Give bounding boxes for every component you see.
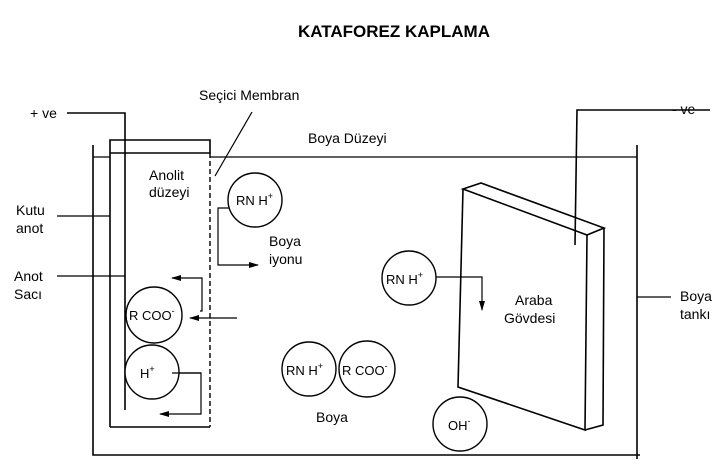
arrow-paint-ion (217, 207, 259, 268)
car-body-label-1: Araba (515, 292, 553, 308)
paint-label: Boya (316, 409, 348, 425)
ion-rcoo-anode: R COO- (125, 286, 183, 344)
diagram-title: KATAFOREZ KAPLAMA (298, 22, 490, 41)
anolyte-level-label-1: Anolit (149, 167, 184, 183)
ion-text: RN H+ (236, 191, 273, 208)
paint-tank-label-1: Boya (680, 288, 712, 304)
membrane-leader-line (214, 111, 253, 177)
anode-sheet-label-2: Sacı (14, 286, 42, 302)
anode-sheet-label-1: Anot (14, 268, 43, 284)
car-body-label-2: Gövdesi (504, 310, 555, 326)
anolyte-level-label-2: düzeyi (149, 184, 189, 200)
selective-membrane-label: Seçici Membran (199, 87, 299, 103)
negative-lead (574, 109, 710, 246)
svg-text:R COO-: R COO- (129, 306, 175, 323)
ion-h-anode: H+ (124, 344, 180, 400)
paint-ion-label-2: iyonu (269, 251, 302, 267)
negative-terminal-label: - ve (672, 101, 696, 117)
box-anode-label-1: Kutu (16, 202, 45, 218)
arrow-rcoo-up (171, 275, 203, 312)
ion-rnh-middle: RN H+ (381, 250, 437, 306)
svg-text:H+: H+ (140, 364, 155, 381)
svg-text:RN H+: RN H+ (286, 361, 323, 378)
box-anode (109, 139, 211, 428)
paint-ion-label-1: Boya (269, 233, 301, 249)
ion-rnh-top: RN H+ (227, 172, 283, 228)
ion-oh-cathode: OH- (432, 396, 488, 452)
ion-rcoo-paint: R COO- (338, 340, 396, 398)
paint-tank (92, 145, 640, 459)
car-body (457, 182, 607, 432)
svg-text:RN H+: RN H+ (386, 270, 423, 287)
ion-rnh-paint: RN H+ (281, 341, 337, 397)
svg-text:R COO-: R COO- (342, 361, 388, 378)
paint-level-label: Boya Düzeyi (308, 130, 387, 146)
paint-tank-label-2: tankı (680, 306, 710, 322)
box-anode-label-2: anot (16, 220, 43, 236)
anode-sheet (67, 112, 126, 410)
svg-text:OH-: OH- (448, 416, 471, 433)
positive-terminal-label: + ve (30, 105, 57, 121)
arrow-rnh-to-cathode (436, 276, 485, 311)
